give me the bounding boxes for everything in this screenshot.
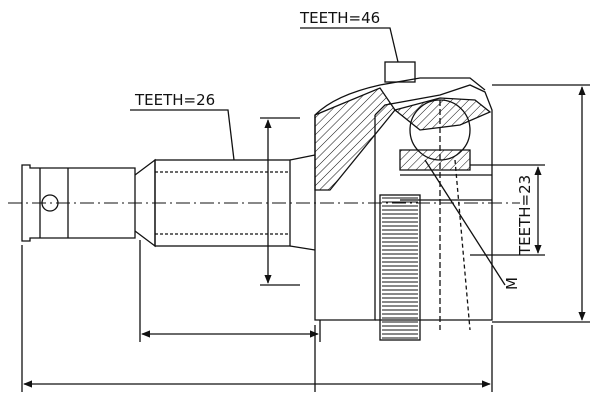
joint-housing — [314, 61, 493, 331]
label-thread-m: M — [503, 277, 521, 290]
label-teeth-46: TEETH=46 — [299, 9, 380, 27]
dimension-housing-length — [314, 325, 490, 392]
leader-teeth-46 — [300, 27, 399, 63]
dimension-shaft-length — [139, 240, 321, 342]
abs-tone-ring — [379, 194, 421, 341]
shaft-neck — [289, 154, 316, 251]
label-teeth-23: TEETH=23 — [516, 175, 534, 256]
housing-nub — [384, 61, 416, 83]
dimension-spline-height — [260, 117, 300, 286]
leader-thread-m — [424, 159, 506, 286]
dimension-overall-length — [21, 245, 493, 392]
label-teeth-26: TEETH=26 — [134, 91, 215, 109]
abs-ring-teeth — [382, 197, 418, 339]
splined-shaft — [154, 159, 291, 247]
leader-teeth-26 — [130, 109, 235, 161]
dimension-housing-height — [492, 84, 590, 323]
dimension-abs-teeth — [470, 164, 545, 256]
